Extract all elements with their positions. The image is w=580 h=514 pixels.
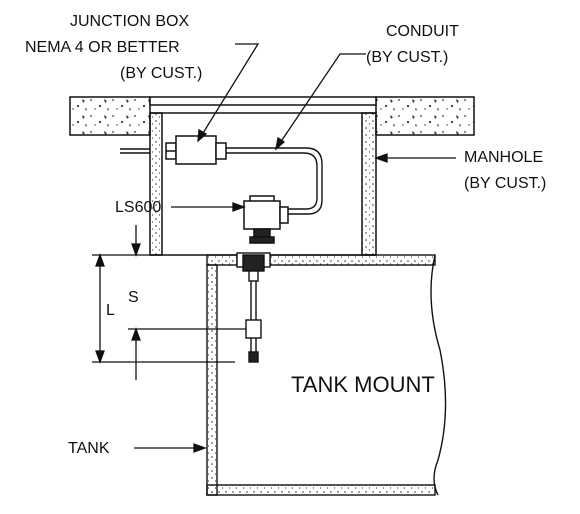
- dimension-s-label: S: [128, 289, 139, 306]
- mounting-flange: [236, 252, 271, 282]
- tank-label: TANK: [68, 440, 110, 457]
- dimension-lines: [92, 225, 246, 380]
- break-line: [430, 254, 447, 496]
- manhole-label-line2: (BY CUST.): [464, 175, 546, 192]
- conduit: [226, 147, 323, 215]
- junction-box: [165, 135, 227, 165]
- junction-box-label-line3: (BY CUST.): [120, 65, 202, 82]
- manhole: [149, 112, 377, 256]
- junction-box-label-line2: NEMA 4 OR BETTER: [25, 39, 180, 56]
- conduit-stub: [120, 148, 150, 154]
- conduit-label-line2: (BY CUST.): [366, 49, 448, 66]
- ls600-switch: [243, 195, 289, 244]
- tank-mount-title: TANK MOUNT: [291, 372, 435, 397]
- dimension-l-label: L: [106, 302, 115, 319]
- tank: [206, 264, 436, 496]
- concrete-slab: [69, 96, 475, 136]
- probe: [245, 281, 262, 363]
- conduit-label-line1: CONDUIT: [386, 23, 459, 40]
- leader-lines: [134, 43, 456, 453]
- manhole-label-line1: MANHOLE: [464, 149, 543, 166]
- ls600-label: LS600: [115, 199, 161, 216]
- junction-box-label-line1: JUNCTION BOX: [70, 13, 189, 30]
